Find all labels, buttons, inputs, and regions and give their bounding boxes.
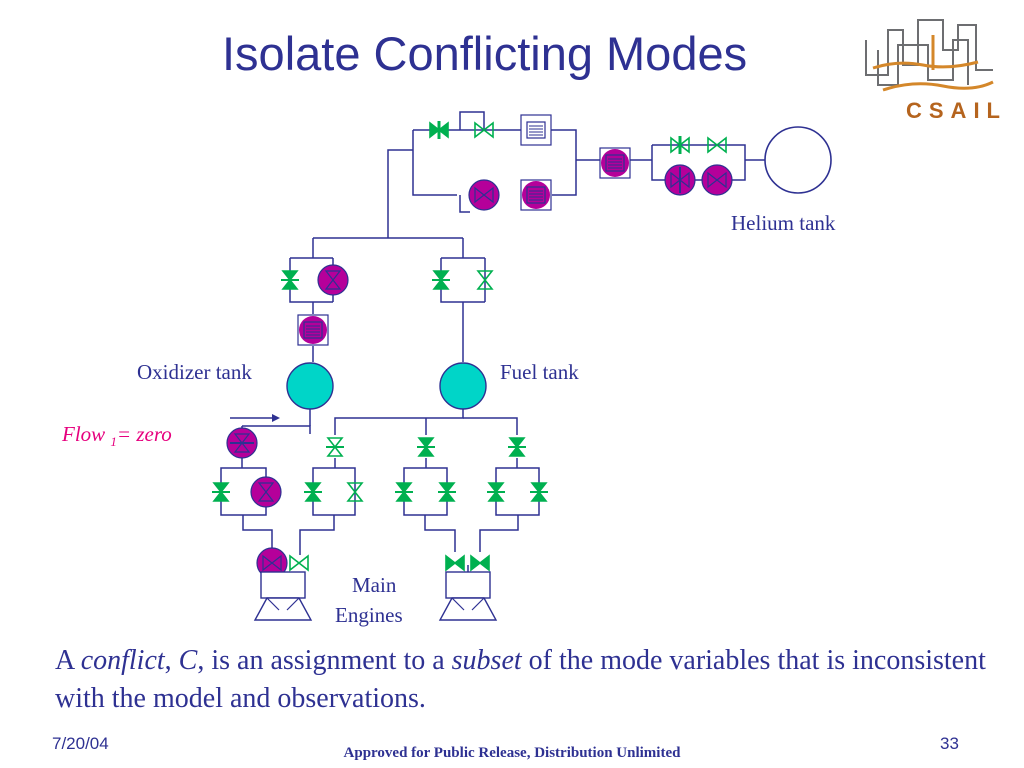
closed-valve-icon [529, 482, 549, 502]
engine-icon [439, 571, 497, 621]
statement-comma: , [164, 645, 179, 676]
conflict-valve-icon [701, 164, 733, 196]
conflict-valve-icon [317, 264, 349, 296]
page-number: 33 [940, 734, 959, 753]
oxidizer-tank-icon [286, 362, 334, 410]
main-engines-label-line2: Engines [335, 603, 403, 627]
footer-release: Approved for Public Release, Distributio… [343, 745, 681, 761]
conflict-definition: A conflict, C, is an assignment to a sub… [55, 642, 995, 718]
closed-valve-icon [431, 270, 451, 290]
closed-valve-icon [445, 555, 465, 571]
helium-tank-label: Helium tank [731, 211, 836, 235]
csail-logo: CSAIL [858, 10, 1008, 130]
logo-text: CSAIL [906, 98, 1007, 123]
fuel-tank-label: Fuel tank [500, 360, 579, 384]
closed-valve-icon [416, 437, 436, 457]
footer-date: 7/20/04 [52, 734, 109, 753]
conflict-regulator-icon [520, 179, 552, 211]
statement-c: C [178, 645, 198, 676]
statement-subset: subset [451, 645, 522, 676]
slide-title: Isolate Conflicting Modes [222, 27, 748, 80]
oxidizer-tank-label: Oxidizer tank [137, 360, 252, 384]
csail-logo-icon: CSAIL [865, 19, 1007, 123]
closed-valve-icon [437, 482, 457, 502]
statement-rest2: of the mode variables that is inconsiste… [55, 645, 986, 714]
conflict-valve-icon [468, 179, 500, 211]
closed-valve-icon [486, 482, 506, 502]
closed-valve-icon [507, 437, 527, 457]
closed-valve-icon [303, 482, 323, 502]
closed-valve-icon [211, 482, 231, 502]
closed-valve-icon [470, 555, 490, 571]
regulator-icon [520, 114, 552, 146]
engine-icon [254, 571, 312, 621]
closed-valve-icon [394, 482, 414, 502]
fuel-tank-icon [439, 362, 487, 410]
helium-tank-icon [764, 126, 832, 194]
pipe-lines [220, 111, 767, 572]
conflict-regulator-icon [599, 147, 631, 179]
statement-conflict: conflict [80, 645, 165, 676]
flow-subscript: 1 [110, 434, 117, 450]
conflict-valve-icon [250, 476, 282, 508]
closed-valve-icon [280, 270, 300, 290]
main-engines-label-line1: Main [352, 573, 397, 597]
flow-prefix: Flow [62, 422, 111, 446]
statement-a: A [55, 645, 81, 676]
open-valve-icon [289, 555, 309, 571]
flow-suffix: = zero [116, 422, 172, 446]
flow-annotation: Flow 1= zero [62, 422, 172, 450]
statement-rest1: , is an assignment to a [197, 645, 452, 676]
conflict-regulator-icon [297, 314, 329, 346]
